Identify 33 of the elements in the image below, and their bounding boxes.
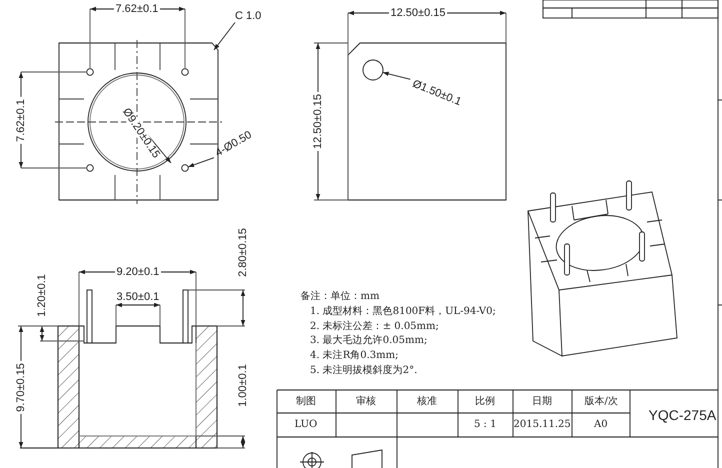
- leader-text: C 1.0: [235, 10, 262, 22]
- title-block-text: 比例: [475, 397, 495, 407]
- dimension-label: 9.20±0.1: [114, 266, 162, 278]
- title-block-text: A0: [594, 420, 608, 430]
- dimension-label: 1.00±0.1: [237, 362, 248, 408]
- dimension-label: 12.50±0.15: [388, 8, 448, 18]
- dimension-label: 7.62±0.1: [114, 4, 160, 14]
- hole: [181, 164, 189, 172]
- leader-line: [188, 157, 214, 168]
- note-text: 3. 最大毛边允许0.05mm;: [310, 336, 428, 346]
- dimension-label: 12.50±0.15: [312, 92, 324, 150]
- dimension-label: 9.70±0.15: [15, 360, 26, 414]
- title-block-text: 5 : 1: [474, 420, 496, 430]
- dimension-label: 7.62±0.1: [15, 96, 26, 144]
- note-text: 4. 未注R角0.3mm;: [310, 351, 398, 361]
- title-block-text: 日期: [532, 397, 552, 407]
- dimension-label: 2.80±0.15: [237, 226, 248, 278]
- title-block-text: 制图: [296, 397, 316, 407]
- title-block-text: 版本/次: [584, 397, 618, 407]
- title-block-text: 审核: [356, 397, 376, 407]
- title-block-text: LUO: [294, 420, 318, 430]
- dimension-label: 1.20±0.1: [36, 272, 48, 318]
- dimension-label: 3.50±0.1: [114, 292, 162, 302]
- note-text: 2. 未标注公差：± 0.05mm;: [310, 322, 439, 332]
- note-heading: 备注：单位：mm: [300, 292, 380, 302]
- note-text: 1. 成型材料：黑色8100F料，UL-94-V0;: [310, 307, 496, 317]
- leader-line: [214, 22, 236, 50]
- drawing-number: YQC-275A: [648, 408, 716, 422]
- title-block-text: 2015.11.25: [514, 420, 571, 430]
- leader-line: [382, 72, 411, 80]
- note-text: 5. 未注明拔模斜度为2°.: [310, 366, 418, 376]
- title-block-text: 核准: [417, 397, 437, 407]
- hole: [362, 60, 384, 80]
